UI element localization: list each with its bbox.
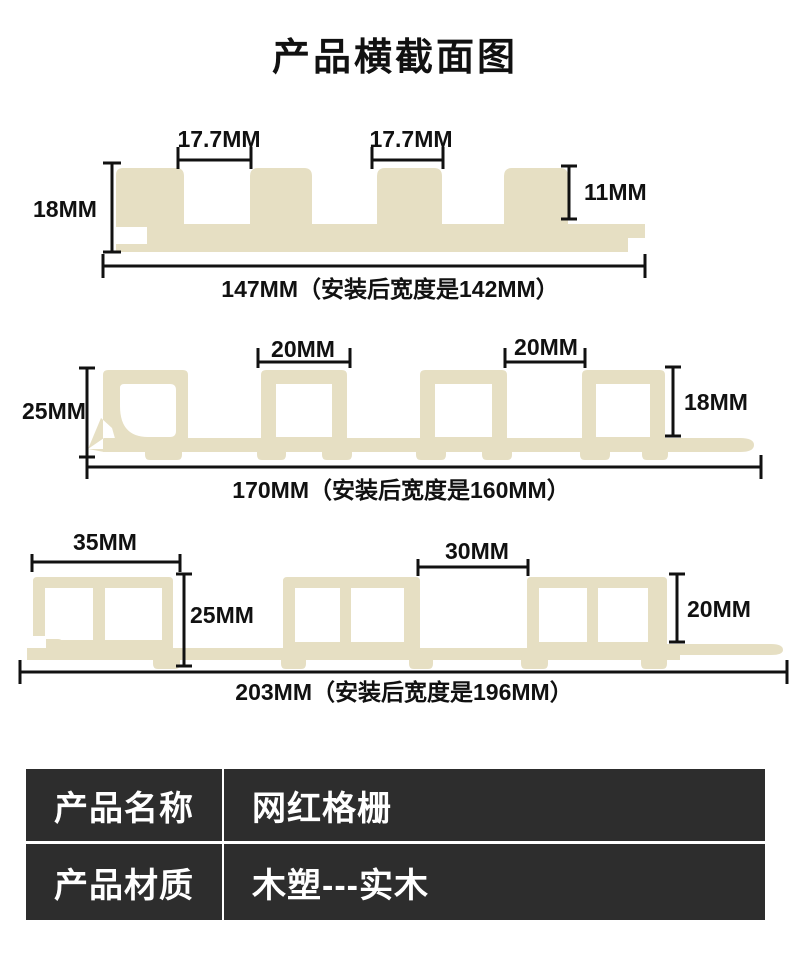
dim-groove-width-3: 30MM: [445, 538, 509, 564]
dim-rib-height-3: 20MM: [687, 596, 751, 622]
dim-panel-thickness-1: 18MM: [33, 196, 97, 222]
dim-total-width-1: 147MM（安装后宽度是142MM）: [221, 276, 559, 302]
profile3-left-bump: [46, 639, 63, 651]
dim-total-width-3: 203MM（安装后宽度是196MM）: [235, 679, 573, 705]
dim-groove-width-2: 17.7MM: [369, 126, 453, 152]
dim-rib-height-2: 18MM: [684, 389, 748, 415]
profile1-notch: [116, 227, 147, 244]
dim-block-width: 35MM: [73, 529, 137, 555]
dim-groove-width-1: 17.7MM: [177, 126, 261, 152]
spec-row2-value: 木塑---实木: [224, 844, 765, 920]
profile2-holes: [120, 384, 650, 437]
profile-147-drawing: [101, 147, 647, 278]
page-title: 产品横截面图: [271, 37, 518, 79]
dim-rib-width-2: 20MM: [514, 334, 578, 360]
dim-panel-thickness-3: 25MM: [190, 602, 254, 628]
profile1-dimension-lines: [101, 147, 647, 278]
spec-row1-value: 网红格栅: [224, 769, 765, 841]
spec-row1-label: 产品名称: [26, 769, 222, 841]
profile3-holes: [33, 588, 648, 648]
product-spec-table: 产品名称 网红格栅 产品材质 木塑---实木: [26, 769, 765, 920]
profile3-dimension-lines: [18, 554, 789, 684]
dim-rib-height-1: 11MM: [584, 179, 647, 205]
dim-total-width-2: 170MM（安装后宽度是160MM）: [232, 477, 570, 503]
profile1-body: [116, 168, 645, 252]
spec-row2-label: 产品材质: [26, 844, 222, 920]
dim-panel-thickness-2: 25MM: [22, 398, 86, 424]
profile3-body: [27, 577, 783, 669]
profile-203-drawing: [18, 554, 789, 684]
profile2-dimension-lines: [79, 348, 763, 479]
dim-rib-width-1: 20MM: [271, 336, 335, 362]
profile-170-drawing: [79, 348, 763, 479]
profile2-body: [88, 370, 754, 460]
